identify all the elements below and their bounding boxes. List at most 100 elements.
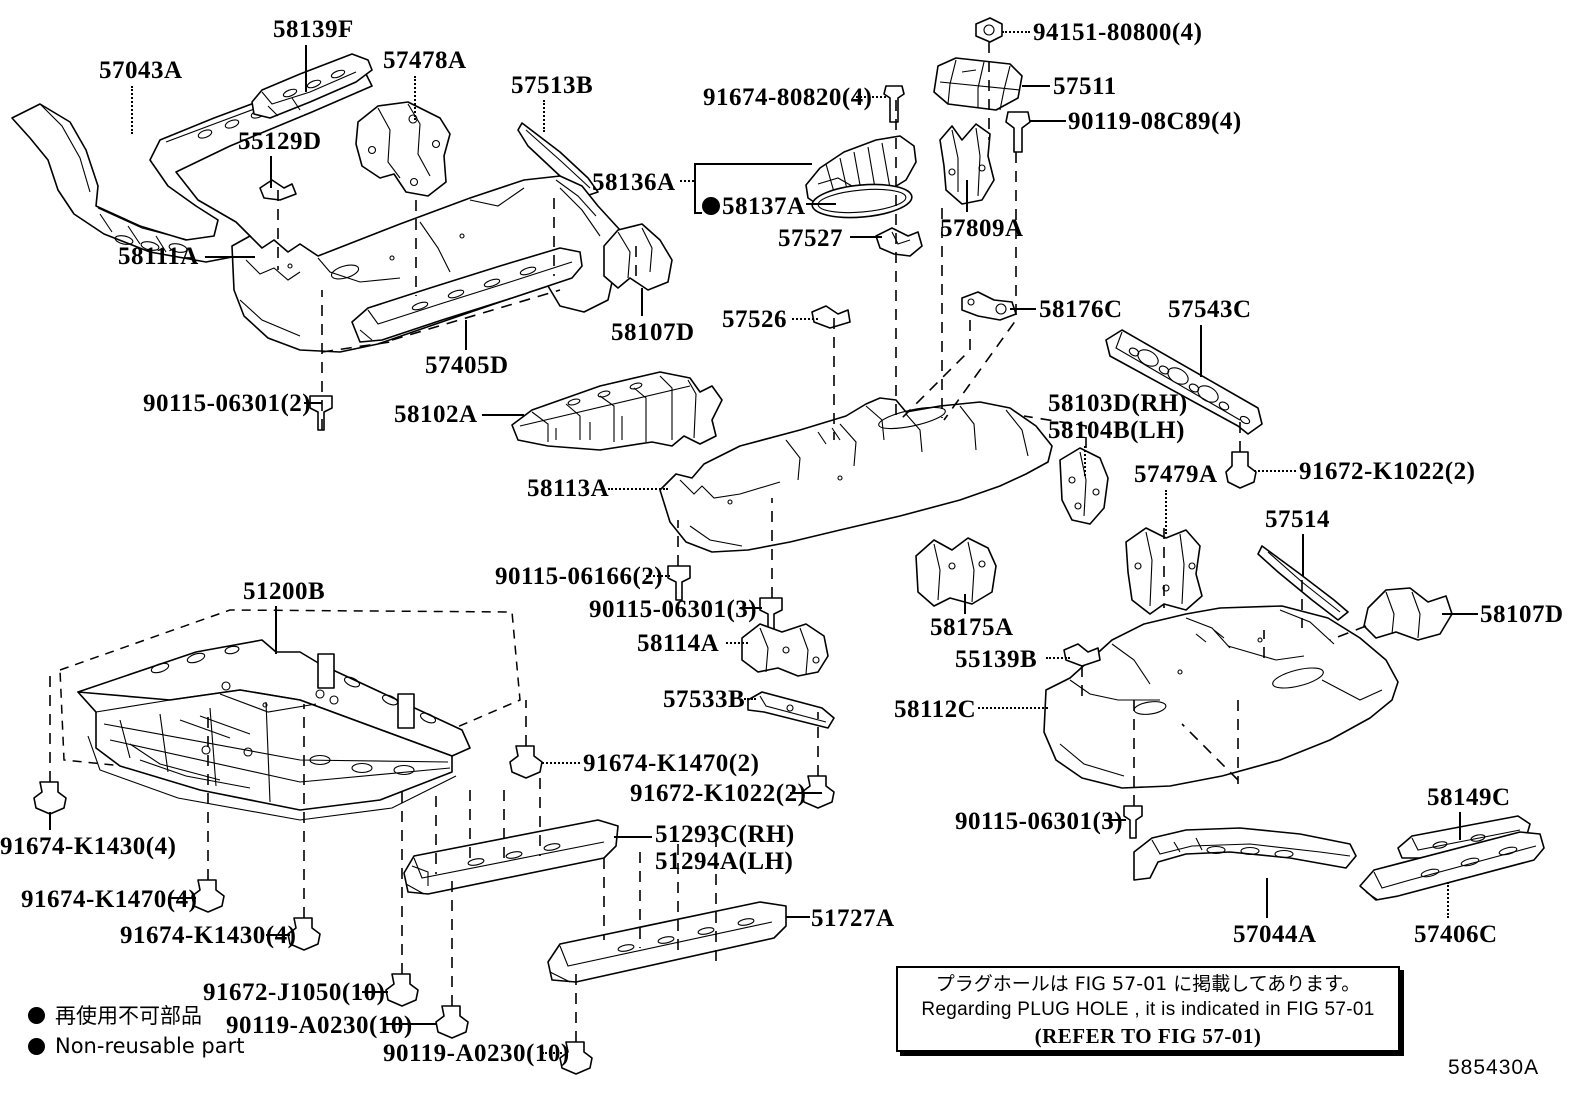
figure-id: 585430A (1448, 1056, 1540, 1079)
leader-55129d (270, 156, 272, 188)
leader-58102a (482, 414, 524, 416)
part-label-58136a: 58136A (592, 169, 676, 196)
part-label-90115-06301-3: 90115-06301(3) (955, 808, 1124, 835)
legend: 再使用不可部品 Non-reusable part (28, 1000, 244, 1062)
part-58113a-shape (660, 398, 1052, 552)
bracket-58136a-top (694, 163, 812, 165)
part-label-58107d: 58107D (1480, 601, 1564, 628)
leader-57543c (1200, 325, 1202, 377)
leader-57514 (1302, 534, 1304, 576)
part-58107d-upper-shape (604, 224, 672, 290)
part-57043a-shape (12, 66, 372, 262)
part-label-58107d: 58107D (611, 319, 695, 346)
leader-58107d-upper (641, 288, 643, 316)
leader-91674-k1470-4 (168, 897, 196, 899)
part-label-57511: 57511 (1053, 73, 1117, 100)
leader-57043a (131, 86, 133, 134)
part-57478a-shape (356, 102, 450, 196)
leader-58176c (1010, 308, 1036, 310)
note-line-ref: (REFER TO FIG 57-01) (1034, 1024, 1262, 1048)
leader-57044a (1266, 878, 1268, 918)
nut-94151-80800-shape (976, 18, 1002, 42)
part-label-57514: 57514 (1265, 506, 1330, 533)
bolt-90119-08c89-shape (1006, 112, 1030, 152)
part-label-91672-k1022-2: 91672-K1022(2) (1299, 458, 1476, 485)
part-label-58176c: 58176C (1039, 296, 1123, 323)
part-label-58175a: 58175A (930, 614, 1014, 641)
part-57406c-shape (1360, 832, 1544, 900)
leader-90115-06301-3c (740, 607, 762, 609)
part-label-55129d: 55129D (238, 128, 322, 155)
part-label-91674-k1470-4: 91674-K1470(4) (21, 886, 198, 913)
legend-row-jp: 再使用不可部品 (28, 1000, 244, 1030)
legend-row-en: Non-reusable part (28, 1034, 244, 1058)
bracket-58136a-bottom (694, 212, 702, 214)
leader-57526 (792, 318, 818, 320)
bracket-58136a-v (694, 163, 696, 213)
leader-91674-k1470-2 (542, 762, 580, 764)
part-label-91672-k1022-2: 91672-K1022(2) (630, 780, 807, 807)
part-label-90115-06301-2: 90115-06301(2) (143, 390, 312, 417)
part-label-58112c: 58112C (894, 696, 977, 723)
leader-58175a (964, 594, 966, 614)
leader-57406c (1447, 882, 1449, 918)
part-label-91674-80820-4: 91674-80820(4) (703, 84, 873, 111)
part-label-91674-k1470-2: 91674-K1470(2) (583, 750, 760, 777)
part-label-58137a: 58137A (722, 193, 806, 220)
part-label-51200b: 51200B (243, 578, 326, 605)
part-label-57044a: 57044A (1233, 921, 1317, 948)
part-58137a-shape (811, 181, 913, 222)
part-label-58139f: 58139F (273, 16, 354, 43)
part-label-57405d: 57405D (425, 352, 509, 379)
leader-57809a (966, 180, 968, 212)
note-line-jp: プラグホールは FIG 57-01 に掲載してあります。 (935, 973, 1361, 995)
leader-51727a (786, 916, 810, 918)
part-label-57809a: 57809A (940, 215, 1024, 242)
part-51200b-shape (60, 610, 520, 820)
leader-90119-a0230-a (385, 1023, 437, 1025)
leader-94151-80800 (1002, 31, 1030, 33)
part-label-57513b: 57513B (511, 72, 594, 99)
part-label-57543c: 57543C (1168, 296, 1252, 323)
leader-90115-06301-3r (1104, 819, 1126, 821)
legend-label-en: Non-reusable part (55, 1034, 245, 1058)
part-58114a-shape (742, 624, 828, 676)
part-58102a-shape (512, 372, 722, 450)
part-51727a-shape (548, 902, 786, 982)
assembly-dashed-lines (50, 42, 1366, 1042)
part-57533b-shape (748, 692, 834, 728)
part-label-90115-06301-3: 90115-06301(3) (589, 596, 758, 623)
leader-58139f (305, 45, 307, 92)
leader-58113a (608, 488, 668, 490)
bolt-91674-80820-shape (884, 86, 904, 122)
leader-90119-08c89 (1030, 120, 1066, 122)
leader-91674-80820 (856, 96, 886, 98)
part-label-58113a: 58113A (527, 475, 610, 502)
leader-91672-k1022-lower (790, 792, 822, 794)
leader-58136a-dot (680, 180, 694, 182)
leader-91674-k1430-b (266, 934, 290, 936)
bolt-91672-k1022-upper-shape (1226, 452, 1256, 488)
part-58176c-shape (962, 292, 1016, 320)
part-57513b-shape (518, 123, 598, 196)
part-label-57479a: 57479A (1134, 461, 1218, 488)
part-57044a-shape (1134, 828, 1356, 880)
part-label-58114a: 58114A (637, 630, 720, 657)
part-label-91674-k1430-4: 91674-K1430(4) (0, 833, 177, 860)
part-55129d-shape (260, 180, 296, 200)
part-label-57533b: 57533B (663, 686, 746, 713)
part-label-58111a: 58111A (118, 243, 199, 270)
leader-58149c (1459, 812, 1461, 840)
part-label-57043a: 57043A (99, 57, 183, 84)
leader-51200b (275, 606, 277, 654)
part-label-51727a: 51727A (811, 905, 895, 932)
leader-57405d (465, 320, 467, 350)
part-58149c-shape (1398, 816, 1530, 858)
leader-58112c (978, 707, 1048, 709)
part-label-58103d-rh: 58103D(RH) (1048, 390, 1188, 417)
leader-58111a (205, 256, 255, 258)
bolt-90115-06301-right-shape (1124, 806, 1142, 838)
part-label-57478a: 57478A (383, 47, 467, 74)
note-line-en: Regarding PLUG HOLE , it is indicated in… (921, 999, 1375, 1020)
part-label-94151-80800-4: 94151-80800(4) (1033, 19, 1203, 46)
